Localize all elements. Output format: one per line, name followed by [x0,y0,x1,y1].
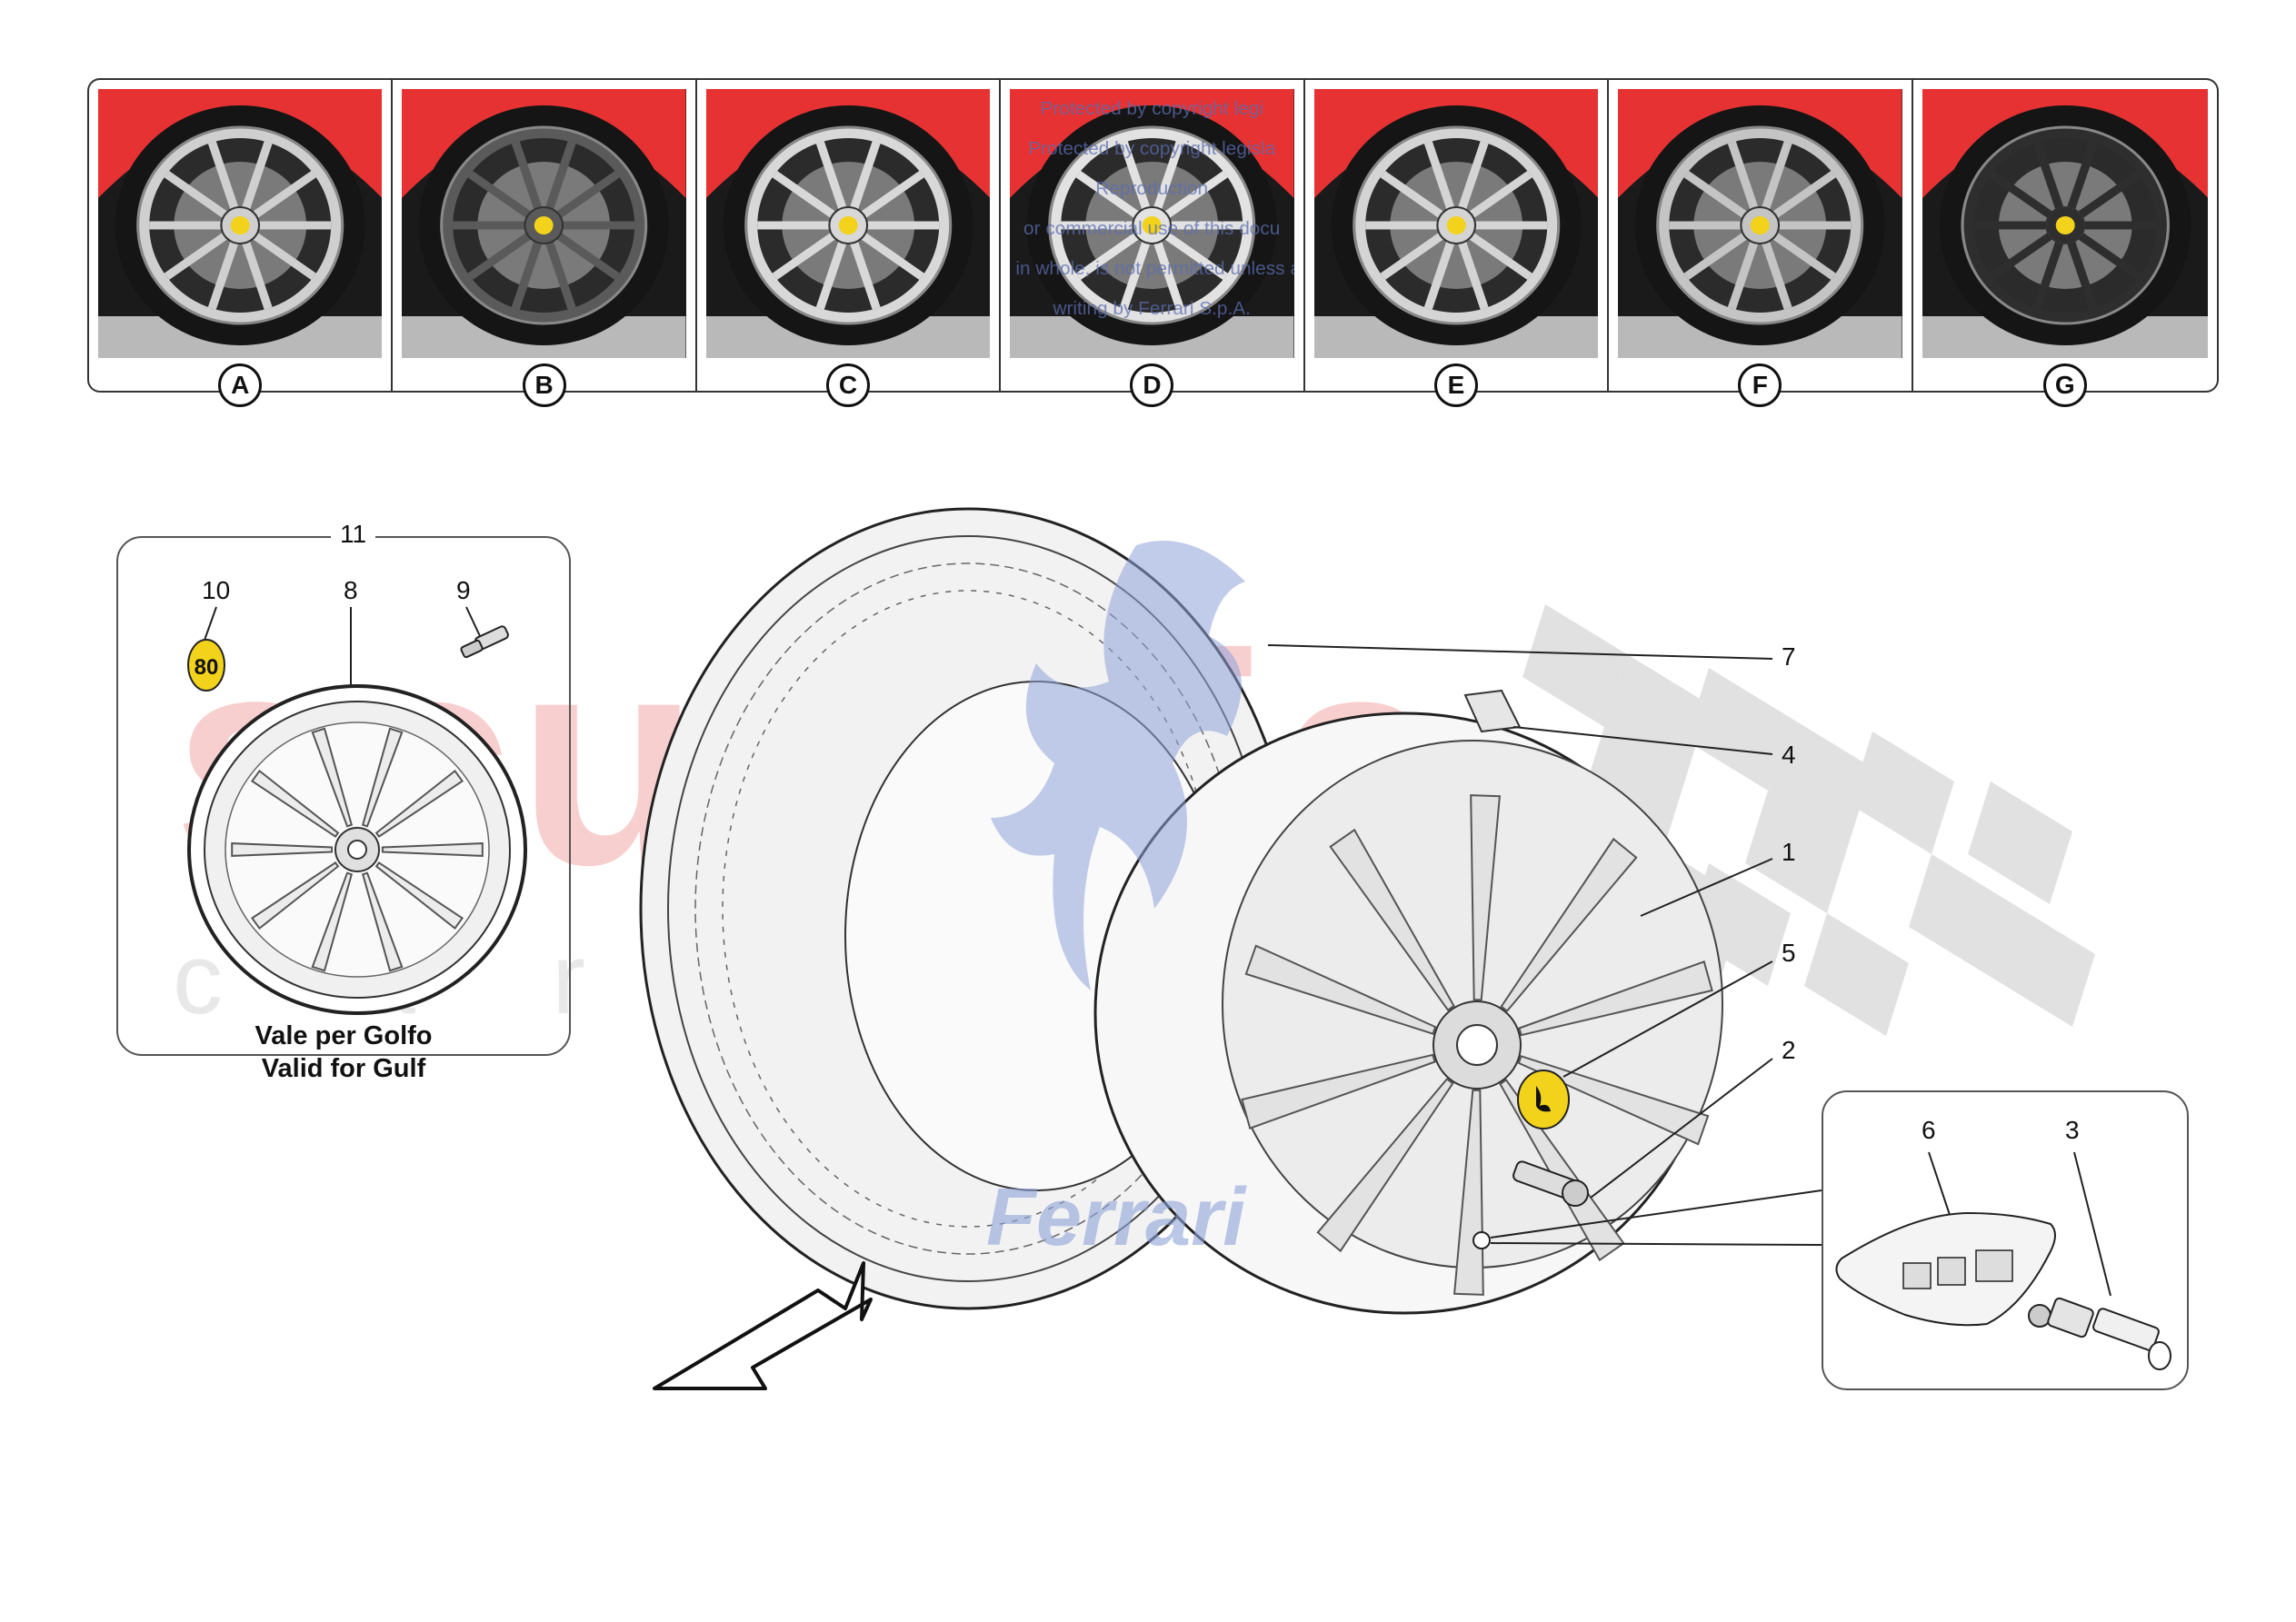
ferrari-brand-watermark: Ferrari [986,1172,1247,1263]
callout-9: 9 [456,576,471,604]
variant-letter-e: E [1433,363,1478,407]
callout-4: 4 [1782,741,1796,769]
tpms-valve[interactable] [2028,1297,2171,1370]
variant-letter-f: F [1738,363,1782,407]
variant-letter-g: G [2042,363,2087,407]
callout-7: 7 [1782,642,1796,671]
variant-wheel-image [1313,89,1599,358]
speed-limit-sticker[interactable]: 80 [187,639,225,692]
direction-arrow [653,1261,873,1390]
variant-panel-g[interactable]: G [1913,80,2217,407]
wheel-rim[interactable] [1093,711,1723,1315]
callout-1: 1 [1782,838,1796,866]
svg-text:Reproduction: Reproduction [1096,179,1209,199]
variant-wheel-image [1922,89,2208,358]
svg-text:80: 80 [195,655,219,680]
center-cap[interactable] [1517,1070,1570,1129]
gulf-note-en: Valid for Gulf [261,1054,426,1083]
callout-11: 11 [331,520,376,549]
variant-letter-a: A [218,363,263,407]
valve-hole [1472,1231,1491,1249]
variant-panel-f[interactable]: F [1609,80,1913,407]
ferrari-horse-watermark [991,541,1245,990]
tpms-sensor-box [1822,1090,2189,1390]
svg-text:Protected by copyright legisla: Protected by copyright legisla [1029,139,1277,159]
svg-text:part or in whole, is not permi: part or in whole, is not permitted unles… [1010,259,1293,279]
checkered-flag-watermark [1522,604,2095,1036]
variant-letter-b: B [522,363,566,407]
callout-8: 8 [344,576,358,604]
wheel-bolt[interactable] [1512,1160,1589,1207]
gulf-wheel[interactable] [187,684,527,1015]
variant-wheel-image [98,89,383,358]
gulf-note-it: Vale per Golfo [255,1021,433,1050]
tire-valve[interactable] [460,625,509,659]
callout-6: 6 [1922,1116,1936,1144]
variant-letter-c: C [826,363,871,407]
gulf-parts-drawing: 80 [187,606,527,1015]
variant-wheel-image [1618,89,1902,358]
callout-2: 2 [1782,1036,1796,1064]
callout-10: 10 [202,576,231,604]
variant-wheel-image [705,89,991,358]
variant-letter-d: D [1130,363,1174,407]
svg-text:Protected by copyright legi: Protected by copyright legi [1041,99,1263,119]
tpms-sensor[interactable] [1835,1211,2056,1327]
variant-wheel-image [402,89,686,358]
variant-panel-e[interactable]: E [1305,80,1610,407]
variant-panel-c[interactable]: C [697,80,1002,407]
callout-3: 3 [2065,1116,2080,1144]
variant-panel-a[interactable]: A [89,80,394,407]
leader-lines [1267,644,1822,1246]
svg-text:or commercial use of this docu: or commercial use of this docu [1023,219,1280,239]
callout-5: 5 [1782,939,1796,967]
svg-text:writing by Ferrari S.p.A.: writing by Ferrari S.p.A. [1053,299,1252,319]
variant-panel-b[interactable]: B [393,80,697,407]
tpms-parts-drawing [1835,1151,2171,1370]
